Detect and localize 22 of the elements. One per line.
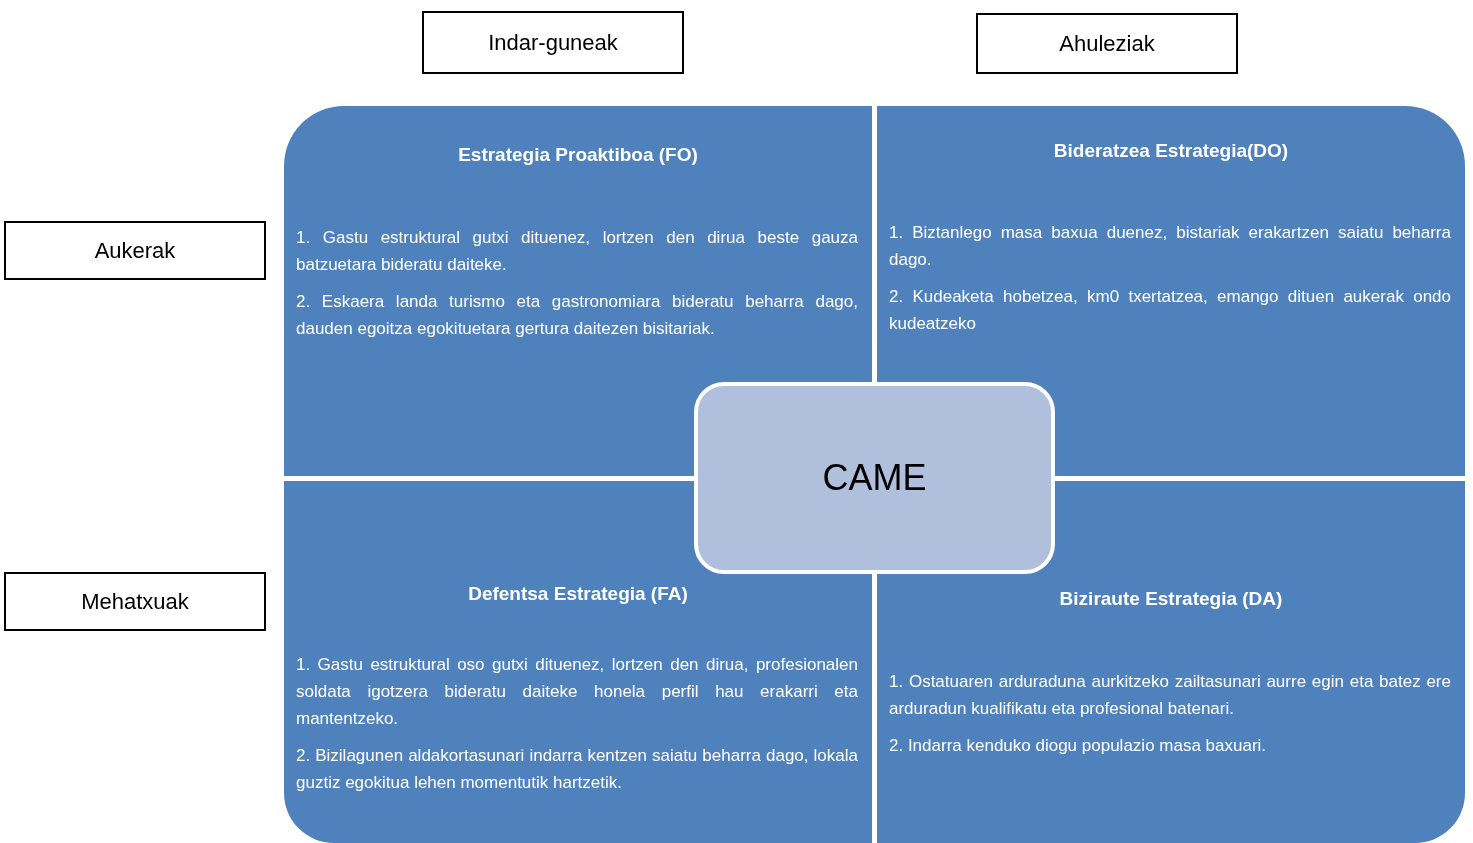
panel-heading: Bideratzea Estrategia(DO) (1052, 140, 1290, 162)
strategy-text: 1. Biztanlego masa baxua duenez, bistariak erakartzen saiatu beharra dago. (889, 222, 1451, 271)
header-text: Mehatxuak (81, 588, 189, 615)
center-box (694, 382, 1055, 574)
strategy-text: 2. Eskaera landa turismo eta gastronomiara bideratu beharra dago, dauden egoitza egokituetara gertura daitezen bisitariak. (296, 291, 858, 340)
strategy-text: 1. Gastu estruktural oso gutxi dituenez, lortzen den dirua, profesionalen soldata igotzera bideratu daiteke honela perfil hau erakarri eta mantentzeko. (296, 654, 858, 730)
header-text: Indar-guneak (488, 29, 618, 56)
strategy-text: 1. Gastu estruktural gutxi dituenez, lortzen den dirua beste gauza batzuetara bideratu daiteke. (296, 227, 858, 276)
strategy-text: 2. Indarra kenduko diogu populazio masa baxuari. (889, 735, 1268, 757)
row-header (4, 221, 266, 280)
column-header (422, 11, 684, 74)
header-text: Aukerak (94, 237, 176, 264)
panel-heading: Estrategia Proaktiboa (FO) (457, 144, 699, 166)
panel-heading: Defentsa Estrategia (FA) (467, 583, 689, 605)
panel-heading: Biziraute Estrategia (DA) (1058, 588, 1284, 610)
row-header (4, 572, 266, 631)
strategy-text: 1. Ostatuaren arduraduna aurkitzeko zailtasunari aurre egin eta batez ere arduradun kualifikatu eta profesional batenari. (889, 671, 1451, 720)
center-title: CAME (822, 457, 927, 499)
column-header (976, 13, 1238, 74)
strategy-text: 2. Kudeaketa hobetzea, km0 txertatzea, emango dituen aukerak ondo kudeatzeko (889, 286, 1451, 335)
header-text: Ahuleziak (1059, 30, 1155, 57)
strategy-text: 2. Bizilagunen aldakortasunari indarra kentzen saiatu beharra dago, lokala guztiz egokitua lehen momentutik hartzetik. (296, 745, 858, 794)
